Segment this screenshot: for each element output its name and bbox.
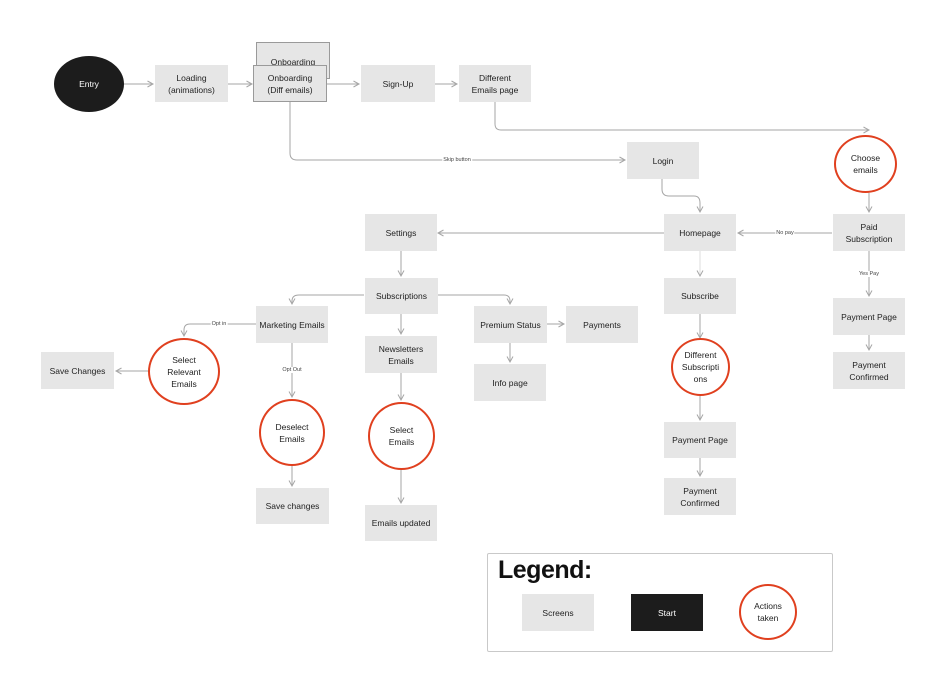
node-homepage: Homepage [664, 214, 736, 251]
node-subscribe: Subscribe [664, 278, 736, 314]
node-select-emails: Select Emails [368, 402, 435, 470]
node-choose-emails: Choose emails [834, 135, 897, 193]
node-subscriptions: Subscriptions [365, 278, 438, 314]
node-payment-page-mid: Payment Page [664, 422, 736, 458]
node-payment-confirmed-right: Payment Confirmed [833, 352, 905, 389]
node-payment-confirmed-mid: Payment Confirmed [664, 478, 736, 515]
legend-start: Start [631, 594, 703, 631]
node-paid-subscription: Paid Subscription [833, 214, 905, 251]
node-premium-status: Premium Status [474, 306, 547, 343]
node-deselect-emails: Deselect Emails [259, 399, 325, 466]
label-no-pay: No pay [775, 230, 795, 236]
node-info-page: Info page [474, 364, 546, 401]
legend-title: Legend: [498, 556, 592, 584]
node-different-subscriptions: Different Subscripti ons [671, 338, 730, 396]
label-yes-pay: Yes Pay [858, 271, 880, 277]
edge-onboarding-login [289, 102, 627, 164]
node-save-changes-left: Save Changes [41, 352, 114, 389]
node-select-relevant-emails: Select Relevant Emails [148, 338, 220, 405]
edge-login-homepage [661, 179, 704, 214]
node-save-changes: Save changes [256, 488, 329, 524]
label-skip-button: Skip button [442, 157, 472, 163]
label-opt-in: Opt in [210, 321, 228, 327]
node-loading: Loading (animations) [155, 65, 228, 102]
edge-subscriptions-premium [438, 294, 514, 306]
legend-screens: Screens [522, 594, 594, 631]
edge-subscriptions-marketing [288, 294, 364, 306]
node-payment-page-right: Payment Page [833, 298, 905, 335]
node-settings: Settings [365, 214, 437, 251]
node-payments: Payments [566, 306, 638, 343]
legend-box [487, 553, 833, 652]
node-signup: Sign-Up [361, 65, 435, 102]
node-emails-updated: Emails updated [365, 505, 437, 541]
node-login: Login [627, 142, 699, 179]
edge-marketing-select-relevant [180, 323, 256, 338]
node-different-emails: Different Emails page [459, 65, 531, 102]
node-marketing-emails: Marketing Emails [256, 306, 328, 343]
node-entry: Entry [54, 56, 124, 112]
node-onboarding: Onboarding (Diff emails) [253, 65, 327, 102]
edge-different-emails-choose [494, 101, 871, 134]
legend-actions-taken: Actions taken [739, 584, 797, 640]
label-opt-out: Opt Out [281, 367, 303, 373]
node-newsletters-emails: Newsletters Emails [365, 336, 437, 373]
